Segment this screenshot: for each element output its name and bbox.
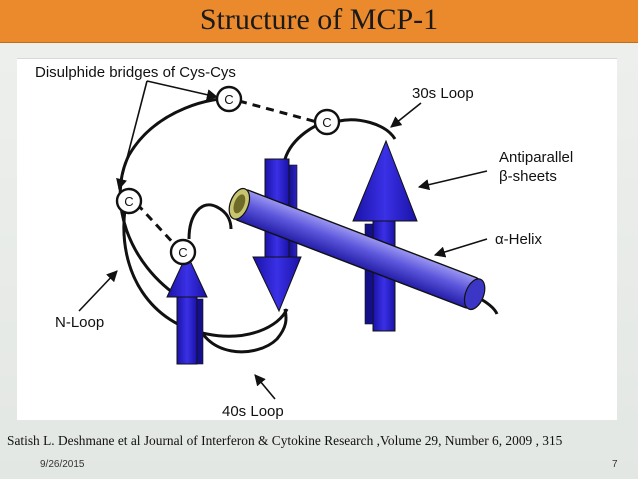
title-bar: [0, 0, 638, 43]
pointer-40s-loop: [254, 374, 276, 400]
cys-circle-inner: C: [169, 238, 197, 266]
label-n-loop: N-Loop: [55, 314, 104, 331]
cys-label: C: [224, 92, 233, 107]
beta-strand-1: [166, 252, 208, 365]
loop-40s-backbone: [193, 308, 288, 354]
label-disulphide-bridges: Disulphide bridges of Cys-Cys: [35, 64, 236, 81]
cys-label: C: [322, 115, 331, 130]
label-alpha-helix: α-Helix: [495, 231, 543, 248]
backbone-helix-connector: [187, 203, 233, 240]
mcp1-structure-diagram: C C C C Disulphide bridges of Cys-Cys 30…: [35, 64, 573, 420]
pointer-alpha-helix: [433, 238, 488, 258]
disulphide-bridge-top: [238, 99, 318, 124]
cys-circle-left: C: [115, 187, 143, 215]
label-40s-loop: 40s Loop: [222, 403, 284, 420]
cys-circle-top: C: [215, 85, 243, 113]
label-30s-loop: 30s Loop: [412, 85, 474, 102]
slide-title: Structure of MCP-1: [199, 3, 439, 36]
pointer-30s-loop: [390, 102, 422, 128]
loop-30s-backbone: [283, 118, 397, 160]
footer-date: 9/26/2015: [40, 459, 85, 470]
pointer-beta-sheets: [417, 170, 488, 191]
pointer-disulphide-top: [146, 80, 219, 101]
alpha-helix: [228, 187, 486, 311]
slide-number: 7: [612, 459, 618, 470]
label-antiparallel: Antiparallel: [499, 149, 573, 166]
n-loop-backbone: [118, 97, 230, 301]
citation-text: Satish L. Deshmane et al Journal of Inte…: [7, 433, 563, 448]
cys-label: C: [178, 245, 187, 260]
cys-label: C: [124, 194, 133, 209]
pointer-n-loop: [78, 270, 118, 312]
disulphide-bridge-left: [135, 202, 179, 249]
mcp1-structure-figure: C C C C Disulphide bridges of Cys-Cys 30…: [17, 58, 617, 420]
pointer-disulphide-left: [116, 80, 148, 191]
cys-circle-30s: C: [313, 108, 341, 136]
label-beta-sheets: β-sheets: [499, 168, 557, 185]
